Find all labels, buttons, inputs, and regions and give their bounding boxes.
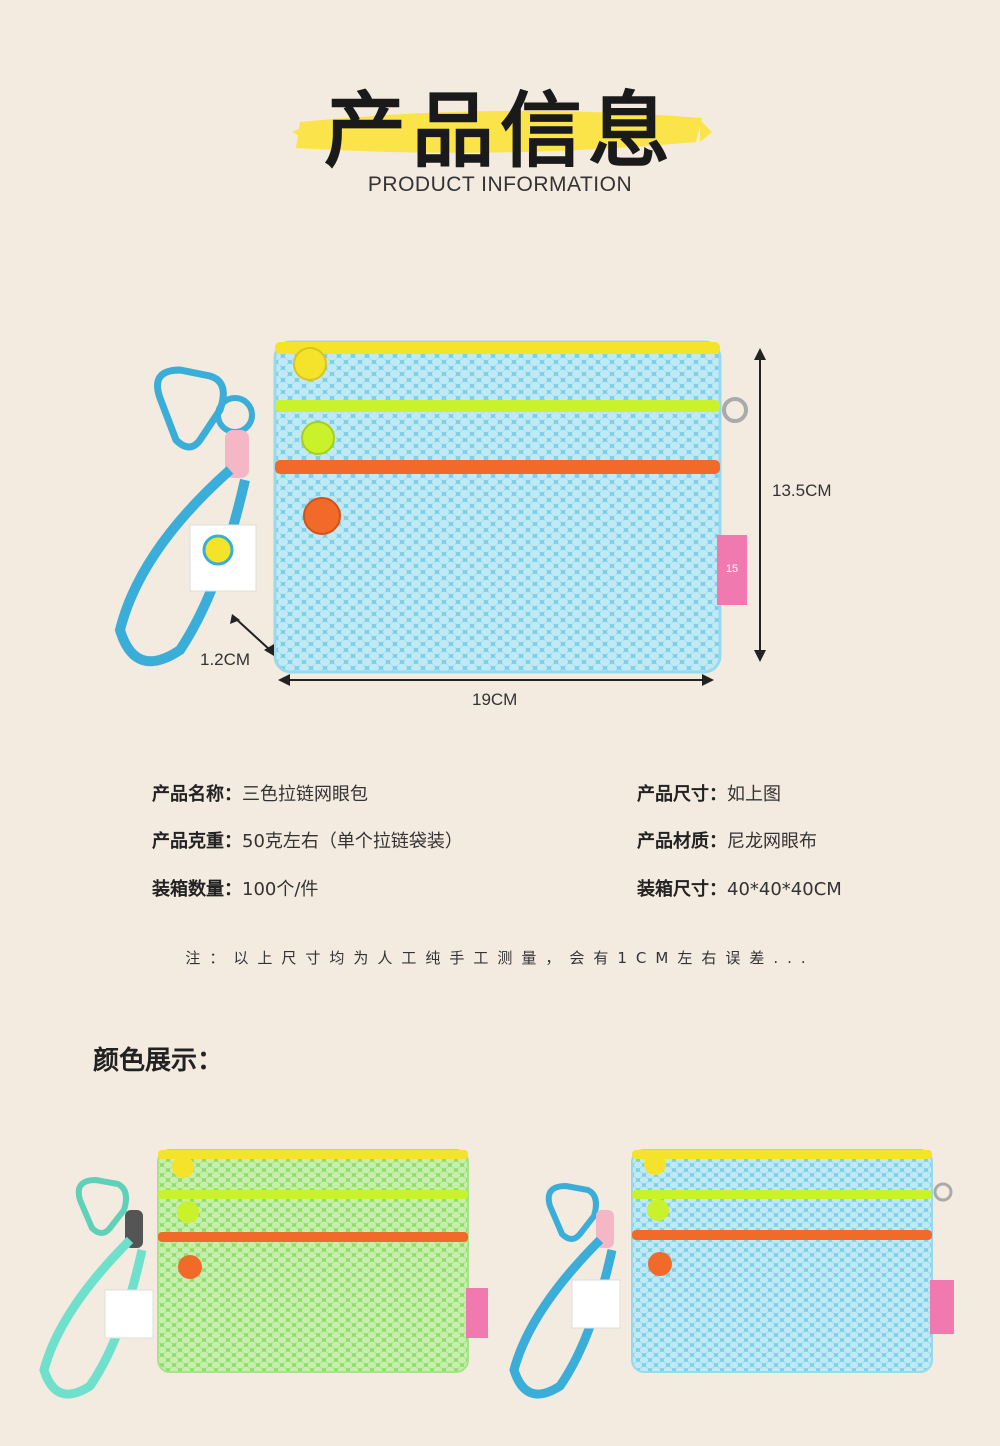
bottom-zipper: [275, 460, 720, 474]
info-size: 产品尺寸：如上图: [637, 780, 781, 806]
middle-zipper: [275, 400, 720, 412]
info-name-value: 三色拉链网眼包: [242, 784, 368, 805]
main-product-image: 15: [114, 340, 766, 686]
green-variant-image: [39, 1149, 488, 1399]
carabiner-icon: [154, 366, 227, 451]
info-name: 产品名称：三色拉链网眼包: [152, 780, 368, 806]
page-subtitle: PRODUCT INFORMATION: [367, 173, 633, 196]
title-highlight-brush: [292, 110, 712, 153]
info-weight-value: 50克左右（单个拉链袋装）: [242, 831, 463, 852]
info-quantity-label: 装箱数量：: [152, 879, 242, 900]
info-quantity: 装箱数量：100个/件: [152, 875, 318, 901]
top-zipper: [275, 342, 720, 354]
bag-body: [273, 340, 722, 674]
info-size-label: 产品尺寸：: [637, 784, 727, 805]
info-name-label: 产品名称：: [152, 784, 242, 805]
blue-variant-image: [509, 1149, 954, 1399]
svg-text:15: 15: [726, 563, 738, 575]
color-display-title: 颜色展示：: [93, 1046, 224, 1076]
info-material-label: 产品材质：: [637, 831, 727, 852]
info-quantity-value: 100个/件: [242, 879, 319, 900]
orange-zipper-pull: [303, 497, 341, 535]
info-box-size-label: 装箱尺寸：: [637, 879, 727, 900]
page-title: 产品信息: [323, 84, 676, 179]
side-tag: [717, 535, 747, 605]
info-material: 产品材质：尼龙网眼布: [637, 827, 817, 853]
title-block: 产品信息: [0, 50, 1000, 179]
lime-zipper-pull: [301, 421, 335, 455]
yellow-zipper-pull: [293, 347, 327, 381]
info-box-size: 装箱尺寸：40*40*40CM: [637, 875, 842, 901]
info-weight-label: 产品克重：: [152, 831, 242, 852]
info-box-size-value: 40*40*40CM: [727, 879, 842, 900]
info-weight: 产品克重：50克左右（单个拉链袋装）: [152, 827, 463, 853]
measurement-note: 注：以上尺寸均为人工纯手工测量，会有1CM左右误差...: [185, 949, 815, 967]
height-dimension: 13.5CM: [772, 481, 832, 500]
depth-dimension: 1.2CM: [200, 650, 251, 669]
info-size-value: 如上图: [727, 784, 781, 805]
info-material-value: 尼龙网眼布: [727, 831, 817, 852]
width-dimension: 19CM: [472, 690, 518, 709]
